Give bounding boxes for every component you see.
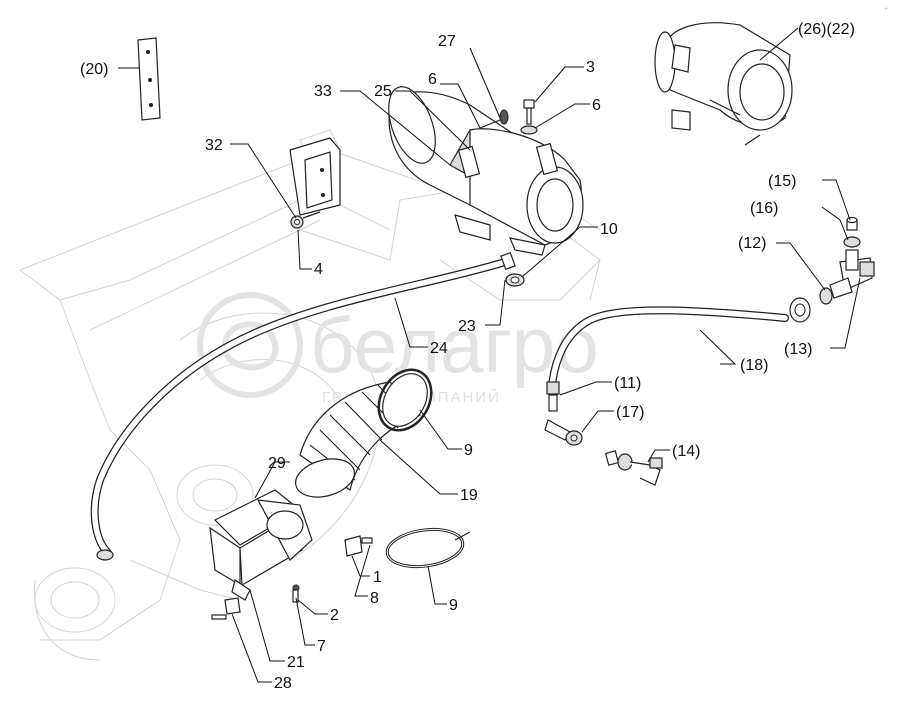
label-11: (11) bbox=[614, 375, 641, 392]
label-24: 24 bbox=[430, 340, 448, 357]
tee-fitting-13 bbox=[789, 216, 875, 323]
intake-adapter bbox=[209, 489, 313, 601]
fitting-11-17 bbox=[544, 381, 583, 446]
hose-24 bbox=[90, 251, 516, 561]
label-6-right: 6 bbox=[592, 97, 601, 114]
label-6-upper: 6 bbox=[428, 71, 437, 88]
corner-mark: ⌐ bbox=[885, 6, 889, 12]
air-filter-secondary bbox=[654, 22, 793, 146]
label-16: (16) bbox=[750, 200, 778, 217]
label-33: 33 bbox=[314, 83, 332, 100]
label-32: 32 bbox=[205, 137, 223, 154]
label-4: 4 bbox=[314, 261, 323, 278]
label-19: 19 bbox=[460, 487, 478, 504]
fitting-10 bbox=[505, 273, 525, 287]
label-27: 27 bbox=[438, 33, 456, 50]
clamp-9 bbox=[385, 527, 471, 569]
bolt-3 bbox=[520, 99, 538, 135]
label-7: 7 bbox=[317, 638, 326, 655]
label-2: 2 bbox=[330, 607, 339, 624]
label-23: 23 bbox=[458, 318, 476, 335]
bracket-plate-20 bbox=[137, 37, 161, 121]
label-28: 28 bbox=[274, 675, 292, 692]
label-1: 1 bbox=[373, 569, 382, 586]
label-14: (14) bbox=[672, 443, 700, 460]
mount-bracket bbox=[289, 137, 341, 229]
small-parts bbox=[211, 535, 373, 620]
label-12: (12) bbox=[738, 235, 766, 252]
label-26-22: (26)(22) bbox=[798, 21, 855, 38]
air-filter-main bbox=[388, 86, 584, 256]
label-9-upper: 9 bbox=[464, 442, 473, 459]
label-3: 3 bbox=[586, 59, 595, 76]
hose-18 bbox=[548, 306, 789, 389]
label-29: 29 bbox=[268, 455, 286, 472]
corrugated-hose-19 bbox=[295, 368, 433, 498]
label-18: (18) bbox=[740, 357, 768, 374]
label-13: (13) bbox=[784, 341, 812, 358]
label-17: (17) bbox=[616, 404, 644, 421]
part-labels: (20) 27 3 33 25 6 6 32 4 10 (26)(22) (15… bbox=[80, 21, 855, 692]
label-20: (20) bbox=[80, 61, 108, 78]
fitting-14 bbox=[604, 450, 663, 486]
label-10: 10 bbox=[600, 221, 618, 238]
label-15: (15) bbox=[768, 173, 796, 190]
label-25: 25 bbox=[374, 83, 392, 100]
label-9-lower: 9 bbox=[449, 597, 458, 614]
label-8: 8 bbox=[370, 590, 379, 607]
label-21: 21 bbox=[287, 654, 305, 671]
leader-lines bbox=[118, 27, 861, 683]
